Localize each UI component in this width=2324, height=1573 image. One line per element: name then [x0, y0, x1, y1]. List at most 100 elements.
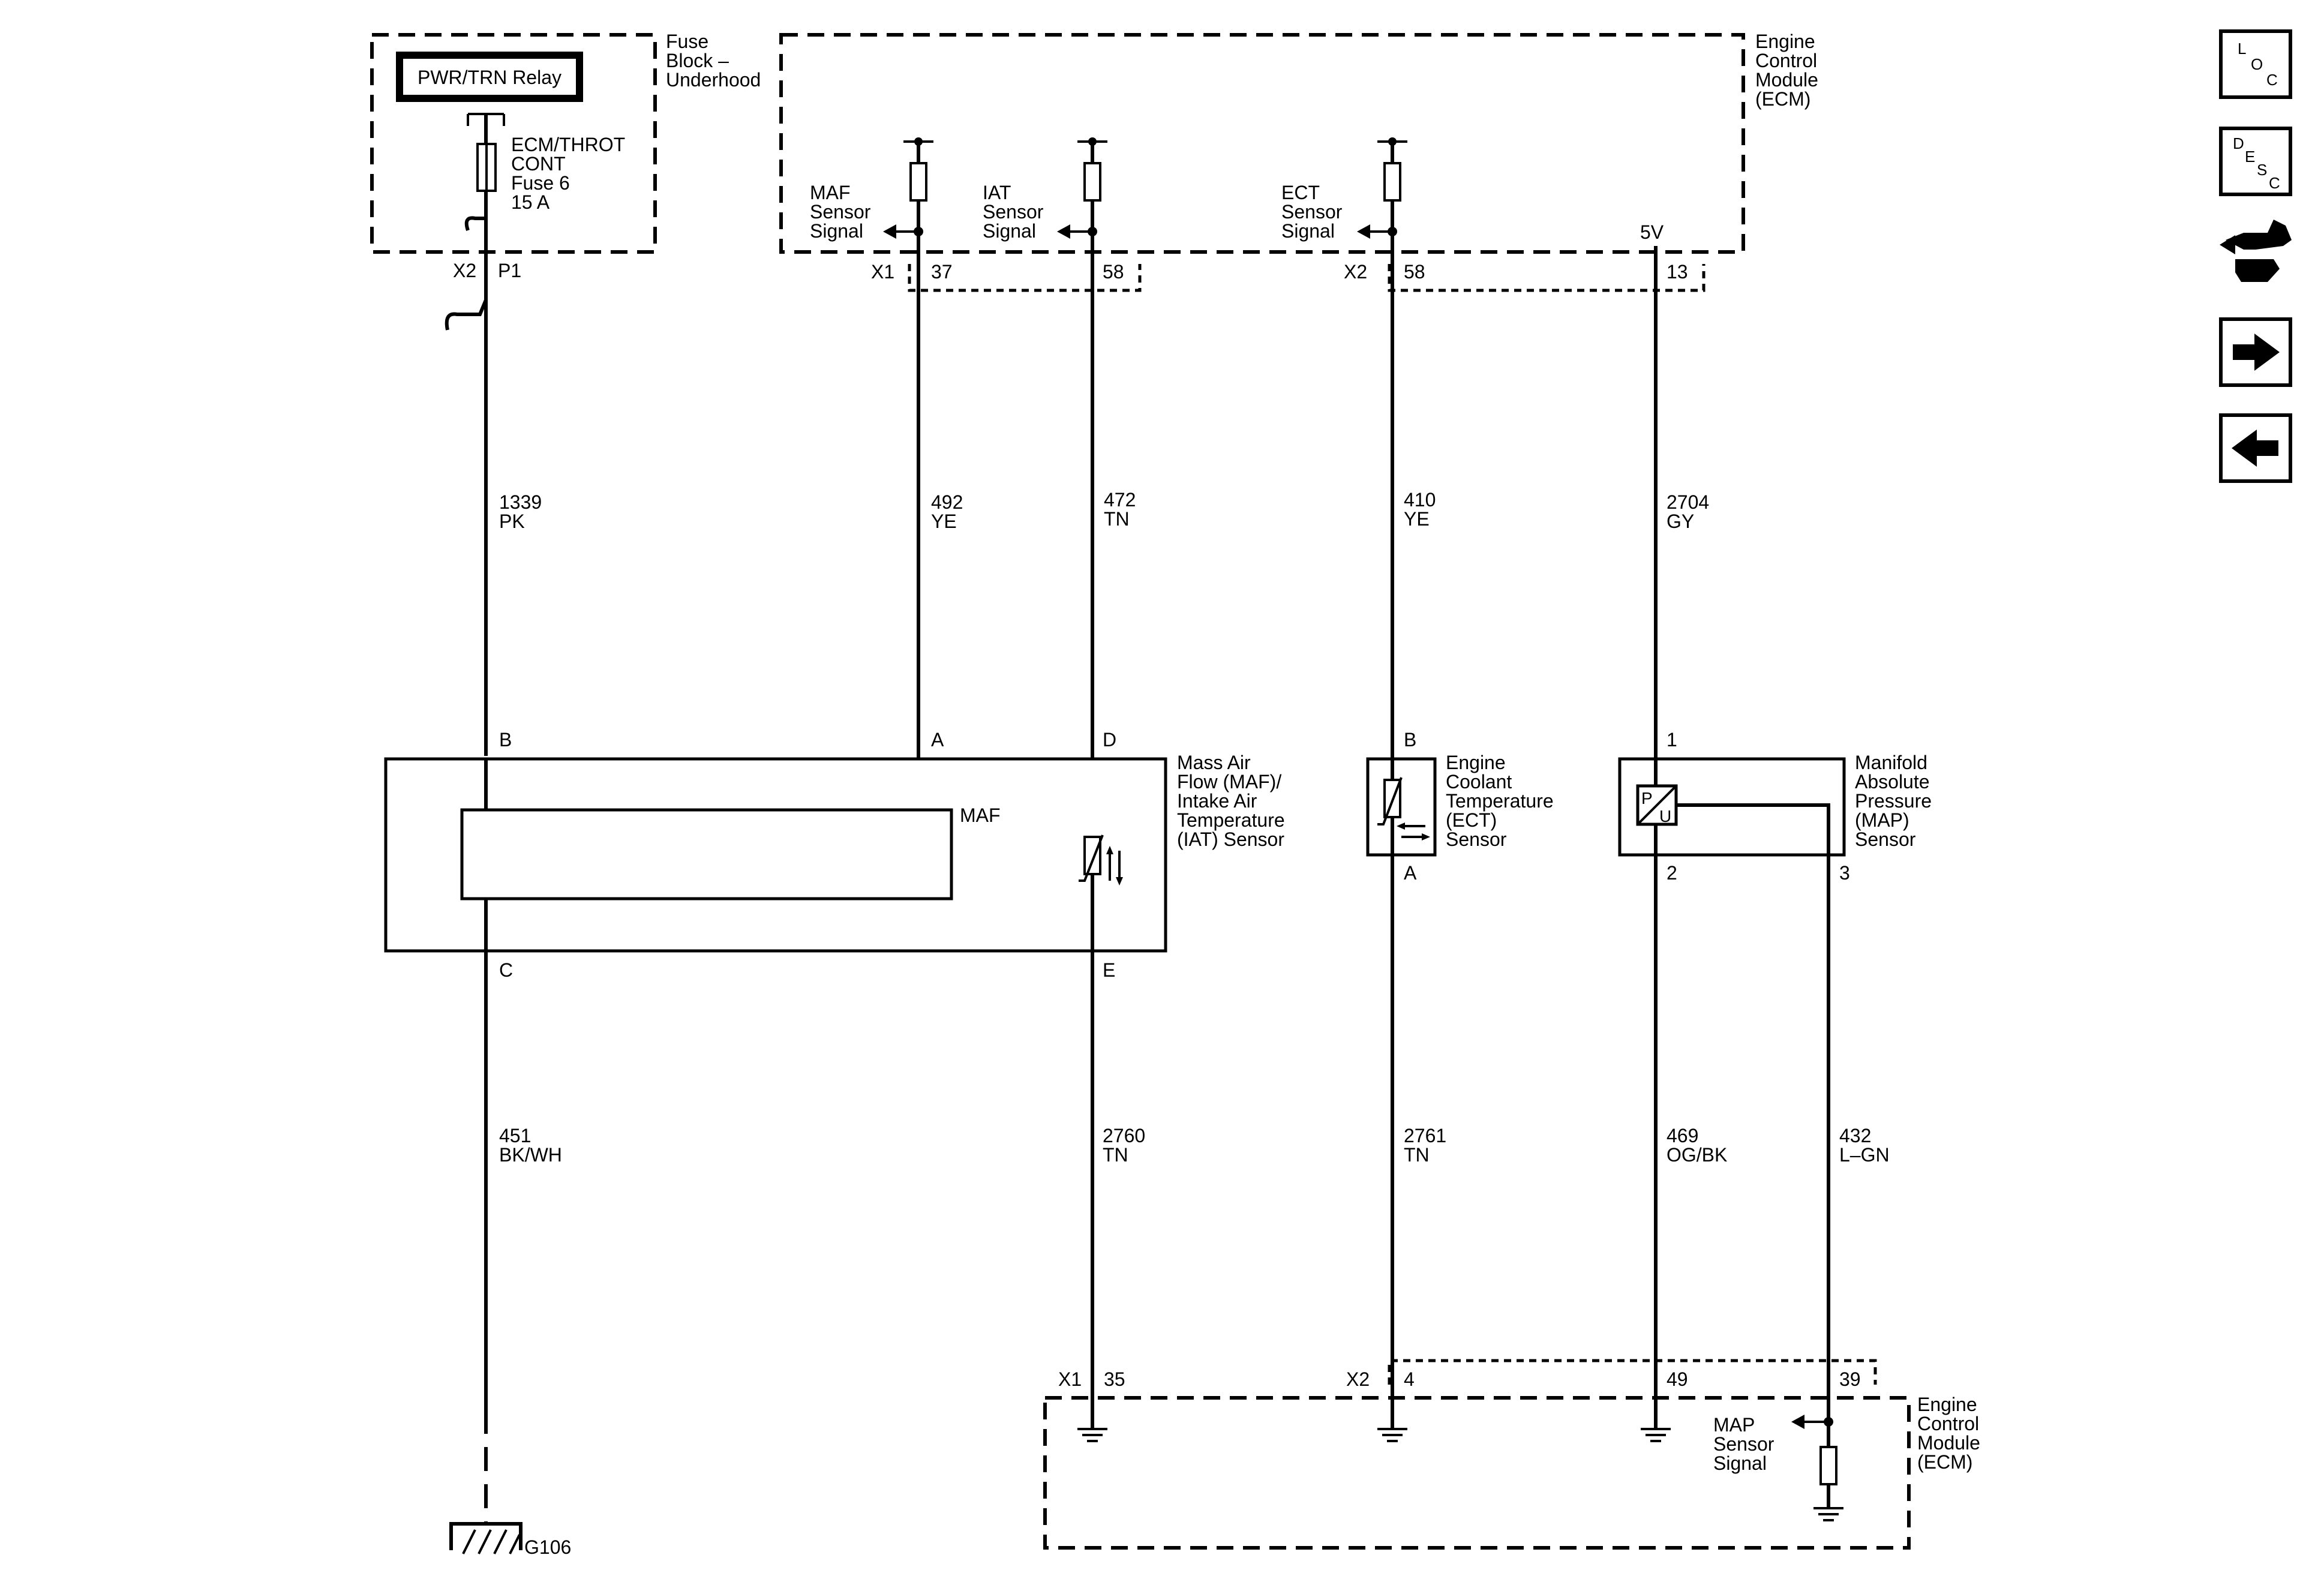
maf-pin-b: B [499, 729, 512, 751]
bot-conn-x2: X2 [1346, 1368, 1370, 1390]
maf-pin-e: E [1103, 959, 1115, 981]
wire-2760-color: TN [1103, 1144, 1128, 1166]
wire-432-color: L–GN [1839, 1144, 1890, 1166]
ect-sensor: B A Engine Coolant Temperature (ECT) Sen… [1366, 729, 1554, 884]
loc-button[interactable]: L O C [2219, 29, 2292, 99]
ect-label-5: Sensor [1446, 828, 1507, 850]
ect-label-3: Temperature [1446, 790, 1554, 812]
maf-signal-3: Signal [810, 220, 863, 242]
ecm-bot-label-1: Engine [1917, 1394, 1977, 1415]
map-label-3: Pressure [1855, 790, 1932, 812]
map-label-1: Manifold [1855, 752, 1927, 773]
svg-text:O: O [2251, 55, 2263, 73]
connector-view-button[interactable] [2220, 220, 2292, 282]
map-sensor: P U 1 2 3 Manifold Absolute Pressure (MA… [1618, 729, 1932, 884]
map-label-4: (MAP) [1855, 809, 1909, 831]
maf-pin-d: D [1103, 729, 1116, 751]
fuse-pin-p1: P1 [498, 260, 521, 281]
map-pin-1: 1 [1667, 729, 1677, 751]
wire-410-color: YE [1404, 508, 1430, 530]
ecm-bottom: X1 35 X2 4 49 39 Engine Control Module (… [1043, 1359, 1980, 1550]
ecm-bot-label-3: Module [1917, 1432, 1980, 1454]
iat-signal-3: Signal [983, 220, 1036, 242]
fuse-block-label-3: Underhood [666, 69, 761, 91]
wire-2704-num: 2704 [1667, 491, 1709, 513]
maf-signal-1: MAF [810, 182, 851, 203]
previous-page-button[interactable] [2219, 413, 2292, 483]
wire-1339-num: 1339 [499, 491, 542, 513]
fuse-name-2: CONT [511, 153, 566, 175]
iat-signal-arrow-icon [1057, 224, 1070, 239]
ect-pin-b: B [1404, 729, 1416, 751]
maf-label-4: Temperature [1177, 809, 1285, 831]
chassis-ground-g106: G106 [449, 1522, 571, 1558]
iat-pullup-resistor [1083, 162, 1101, 202]
bot-pin-39: 39 [1839, 1368, 1861, 1390]
maf-label-3: Intake Air [1177, 790, 1257, 812]
svg-text:L: L [2238, 40, 2246, 58]
bot-pin-35: 35 [1104, 1368, 1125, 1390]
iat-signal-2: Sensor [983, 201, 1044, 223]
desc-icon: D E S C [2233, 134, 2280, 192]
ecm-bot-label-2: Control [1917, 1413, 1979, 1434]
fuse-block-label-2: Block – [666, 50, 729, 71]
map-signal-arrow-icon [1791, 1415, 1804, 1429]
map-label-2: Absolute [1855, 771, 1930, 792]
ground-icon-49 [1641, 1428, 1671, 1442]
map-pin-3: 3 [1839, 862, 1850, 884]
fuse-block-label-1: Fuse [666, 31, 708, 52]
ecm-top-label-1: Engine [1755, 31, 1815, 52]
bot-conn-x1: X1 [1058, 1368, 1082, 1390]
top-connectors: X1 37 58 X2 58 13 [871, 261, 1706, 292]
top-pin-58b: 58 [1404, 261, 1425, 283]
desc-button[interactable]: D E S C [2219, 127, 2292, 196]
ecm-top-label-4: (ECM) [1755, 88, 1810, 110]
relay-label: PWR/TRN Relay [418, 67, 562, 88]
maf-pullup-resistor [909, 162, 927, 202]
fuse-name: ECM/THROT [511, 134, 625, 155]
ect-signal-3: Signal [1281, 220, 1335, 242]
maf-pin-a: A [931, 729, 944, 751]
wire-2761-num: 2761 [1404, 1125, 1446, 1146]
top-pin-37: 37 [931, 261, 953, 283]
svg-text:D: D [2233, 134, 2244, 152]
map-pin-2: 2 [1667, 862, 1677, 884]
fuse-rating: 15 A [511, 191, 550, 213]
iat-thermistor-icon [1083, 836, 1101, 875]
ground-icon-map [1813, 1507, 1843, 1521]
ecm-top-label-2: Control [1755, 50, 1817, 71]
ground-icon-35 [1077, 1428, 1107, 1442]
wire-451-color: BK/WH [499, 1144, 562, 1166]
maf-inner-label: MAF [960, 804, 1001, 826]
top-conn-x1: X1 [871, 261, 894, 283]
ect-label-1: Engine [1446, 752, 1506, 773]
map-signal-3: Signal [1713, 1452, 1767, 1474]
fuse-number: Fuse 6 [511, 172, 570, 194]
ect-pin-a: A [1404, 862, 1417, 884]
ect-pullup-resistor [1383, 162, 1401, 202]
maf-signal-2: Sensor [810, 201, 871, 223]
next-page-button[interactable] [2219, 317, 2292, 387]
maf-label-2: Flow (MAF)/ [1177, 771, 1281, 792]
wire-2760-num: 2760 [1103, 1125, 1145, 1146]
maf-label-1: Mass Air [1177, 752, 1251, 773]
ect-signal-1: ECT [1281, 182, 1320, 203]
map-p: P [1641, 789, 1653, 807]
map-signal-1: MAP [1713, 1414, 1755, 1436]
wire-451-num: 451 [499, 1125, 531, 1146]
wire-2761-color: TN [1404, 1144, 1430, 1166]
top-conn-x2: X2 [1344, 261, 1367, 283]
top-pin-58a: 58 [1103, 261, 1124, 283]
fuse-connector-x2: X2 [453, 260, 476, 281]
ect-label-2: Coolant [1446, 771, 1512, 792]
wire-472-color: TN [1104, 508, 1130, 530]
wire-469-color: OG/BK [1667, 1144, 1727, 1166]
wire-472-num: 472 [1104, 489, 1136, 511]
ground-label: G106 [524, 1536, 571, 1558]
ground-icon-4 [1377, 1428, 1407, 1442]
wire-492-num: 492 [931, 491, 963, 513]
maf-pin-c: C [499, 959, 513, 981]
ecm-top: Engine Control Module (ECM) MAF Sensor S… [779, 31, 1818, 254]
svg-text:E: E [2245, 148, 2255, 166]
